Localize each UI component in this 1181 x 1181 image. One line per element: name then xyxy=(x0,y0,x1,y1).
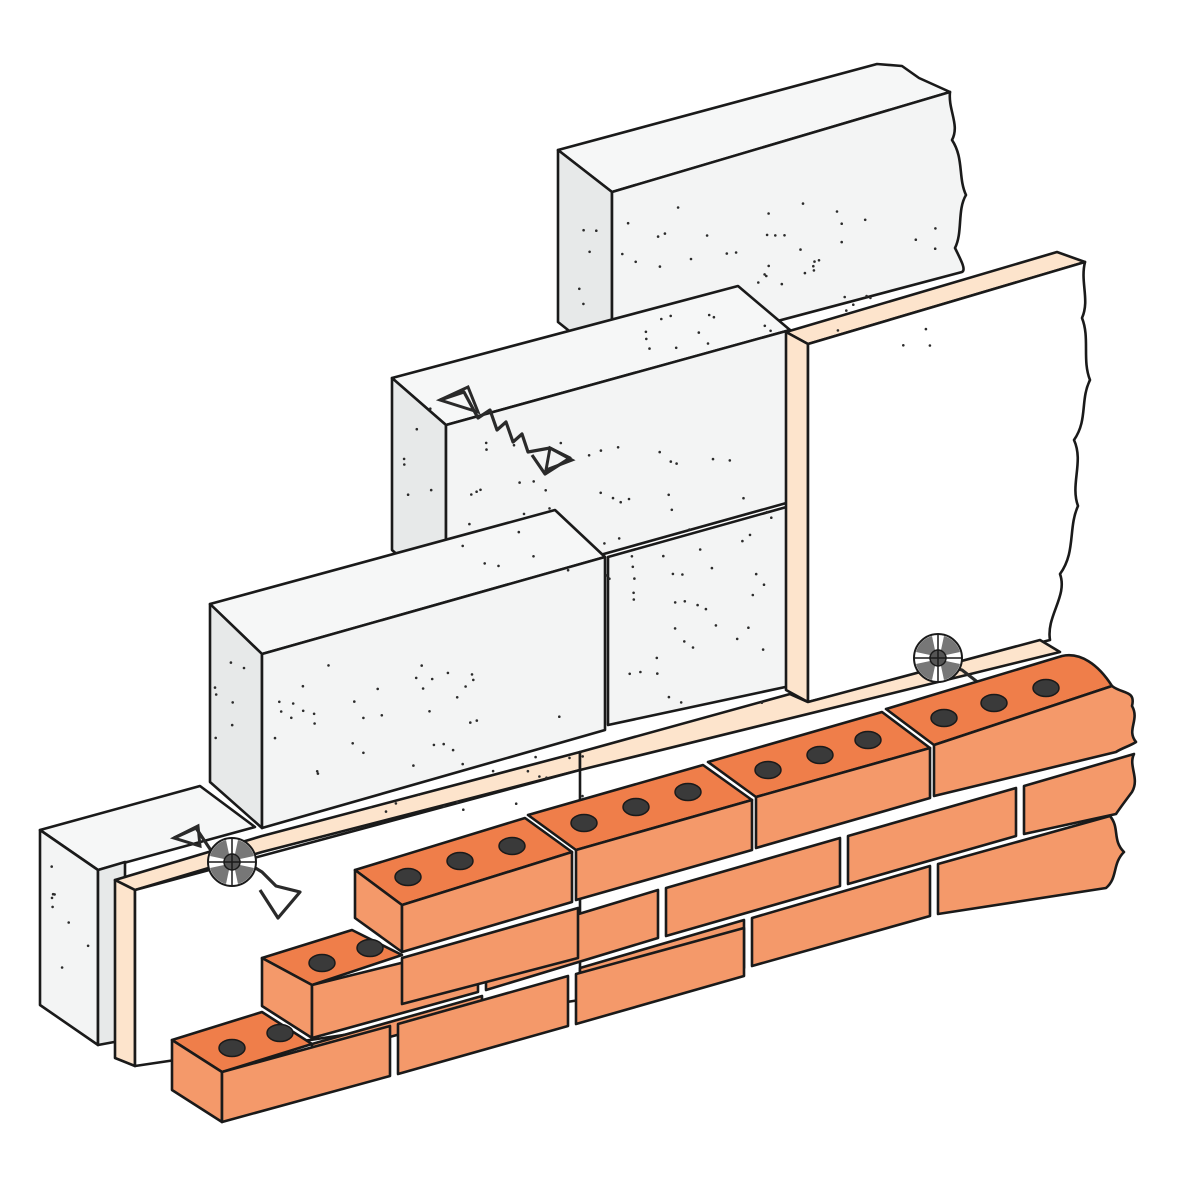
insulation-board-upper xyxy=(784,250,1092,704)
brick-hole xyxy=(394,867,422,887)
wall-tie-with-insulation-clip xyxy=(169,823,302,920)
brick-hole xyxy=(498,836,526,856)
inner-leaf-blocks xyxy=(38,62,968,1047)
brick-hole xyxy=(674,782,702,802)
outer-leaf-bricks xyxy=(170,653,1138,1124)
brick-hole xyxy=(854,730,882,750)
brick-hole xyxy=(356,938,384,958)
brick-hole xyxy=(570,813,598,833)
insulation-retaining-clip-icon xyxy=(913,633,963,683)
brick-hole xyxy=(806,745,834,765)
insulation-retaining-clip-icon xyxy=(207,837,257,887)
brick-hole xyxy=(1032,678,1060,698)
brick-course-bottom xyxy=(170,926,746,1124)
brick-hole xyxy=(266,1023,294,1043)
brick-hole xyxy=(980,693,1008,713)
concrete-texture-speckles xyxy=(50,202,937,969)
brick-hole xyxy=(754,760,782,780)
brick-hole xyxy=(622,797,650,817)
concrete-block-lower xyxy=(208,508,607,830)
butterfly-wall-tie xyxy=(435,384,576,476)
brick-hole xyxy=(930,708,958,728)
brick-hole xyxy=(218,1038,246,1058)
brick-hole xyxy=(308,953,336,973)
brick-hole xyxy=(446,851,474,871)
